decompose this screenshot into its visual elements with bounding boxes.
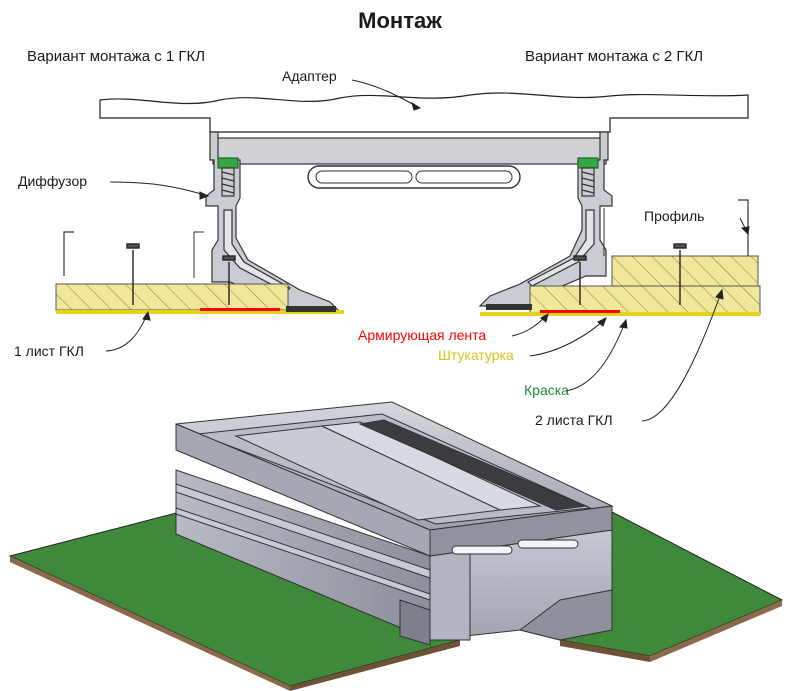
left-screws (126, 243, 236, 305)
right-diffuser (478, 131, 613, 307)
duct-top-frame (175, 401, 614, 557)
gkl-one-sheet-label: 1 лист ГКЛ (14, 343, 84, 359)
gkl-two-sheets-label: 2 листа ГКЛ (535, 412, 613, 428)
left-profile-bracket (63, 231, 74, 276)
adapter-label: Адаптер (282, 68, 337, 84)
left-diffuser (205, 131, 342, 313)
duct-left-wall (175, 469, 431, 646)
reinforcing-tape-label: Армирующая лента (358, 327, 487, 343)
duct-inner-channel (429, 529, 613, 641)
profile-label: Профиль (644, 208, 705, 224)
plaster-label: Штукатурка (438, 347, 514, 363)
right-screws (573, 243, 687, 305)
adapter-plate (212, 137, 607, 165)
left-gypsum-board (55, 283, 344, 314)
leader-lines (105, 79, 750, 422)
right-profile-bracket (738, 199, 749, 256)
ceiling-outline (99, 92, 749, 133)
variant-1-gkl-label: Вариант монтажа с 1 ГКЛ (27, 48, 206, 65)
paint-label: Краска (524, 382, 569, 398)
variant-2-gkl-label: Вариант монтажа с 2 ГКЛ (525, 48, 704, 65)
page-title: Монтаж (358, 8, 442, 33)
diffuser-label: Диффузор (18, 173, 88, 189)
